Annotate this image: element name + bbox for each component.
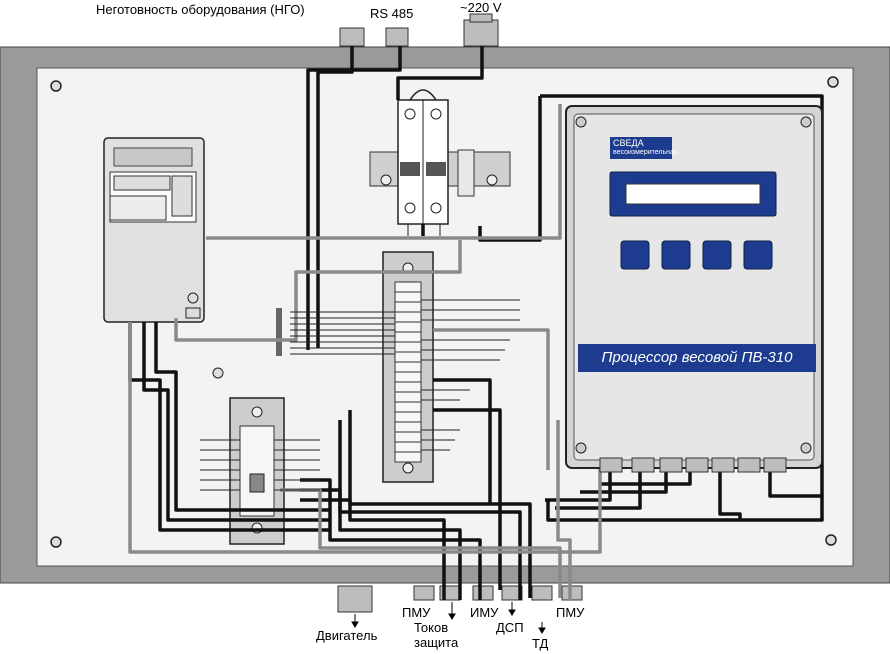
bottom-arrows (351, 602, 546, 634)
label-ngo: Неготовность оборудования (НГО) (96, 2, 305, 17)
processor-title-banner: Процессор весовой ПВ-310 (578, 344, 816, 372)
processor-brand-logo: СВЕДА весоизмерительная (610, 137, 678, 159)
label-motor: Двигатель (316, 628, 378, 643)
label-power: ~220 V (460, 0, 502, 15)
label-current-protection: Токов защита (414, 620, 459, 650)
processor-brand-sub: весоизмерительная (613, 149, 678, 156)
label-pmu-2: ПМУ (556, 605, 585, 620)
panel-screws (50, 76, 839, 548)
processor-buttons (620, 240, 773, 270)
frequency-inverter (103, 137, 205, 323)
top-cable-glands (339, 13, 499, 47)
bottom-cable-glands (337, 585, 583, 613)
wires-thin-harness (200, 224, 520, 491)
processor-display (609, 171, 777, 217)
processor-glands (599, 457, 787, 473)
central-terminal-ticks (395, 291, 421, 453)
label-imu: ИМУ (470, 605, 499, 620)
label-pmu-1: ПМУ (402, 605, 431, 620)
central-terminal-strip (382, 251, 434, 483)
processor-enclosure (565, 105, 823, 469)
label-dsp: ДСП (496, 620, 524, 635)
processor-brand-name: СВЕДА (613, 138, 644, 148)
din-rail-vertical (276, 308, 282, 356)
label-rs485: RS 485 (370, 6, 414, 21)
circuit-breaker (369, 89, 511, 225)
label-td: ТД (532, 636, 549, 651)
